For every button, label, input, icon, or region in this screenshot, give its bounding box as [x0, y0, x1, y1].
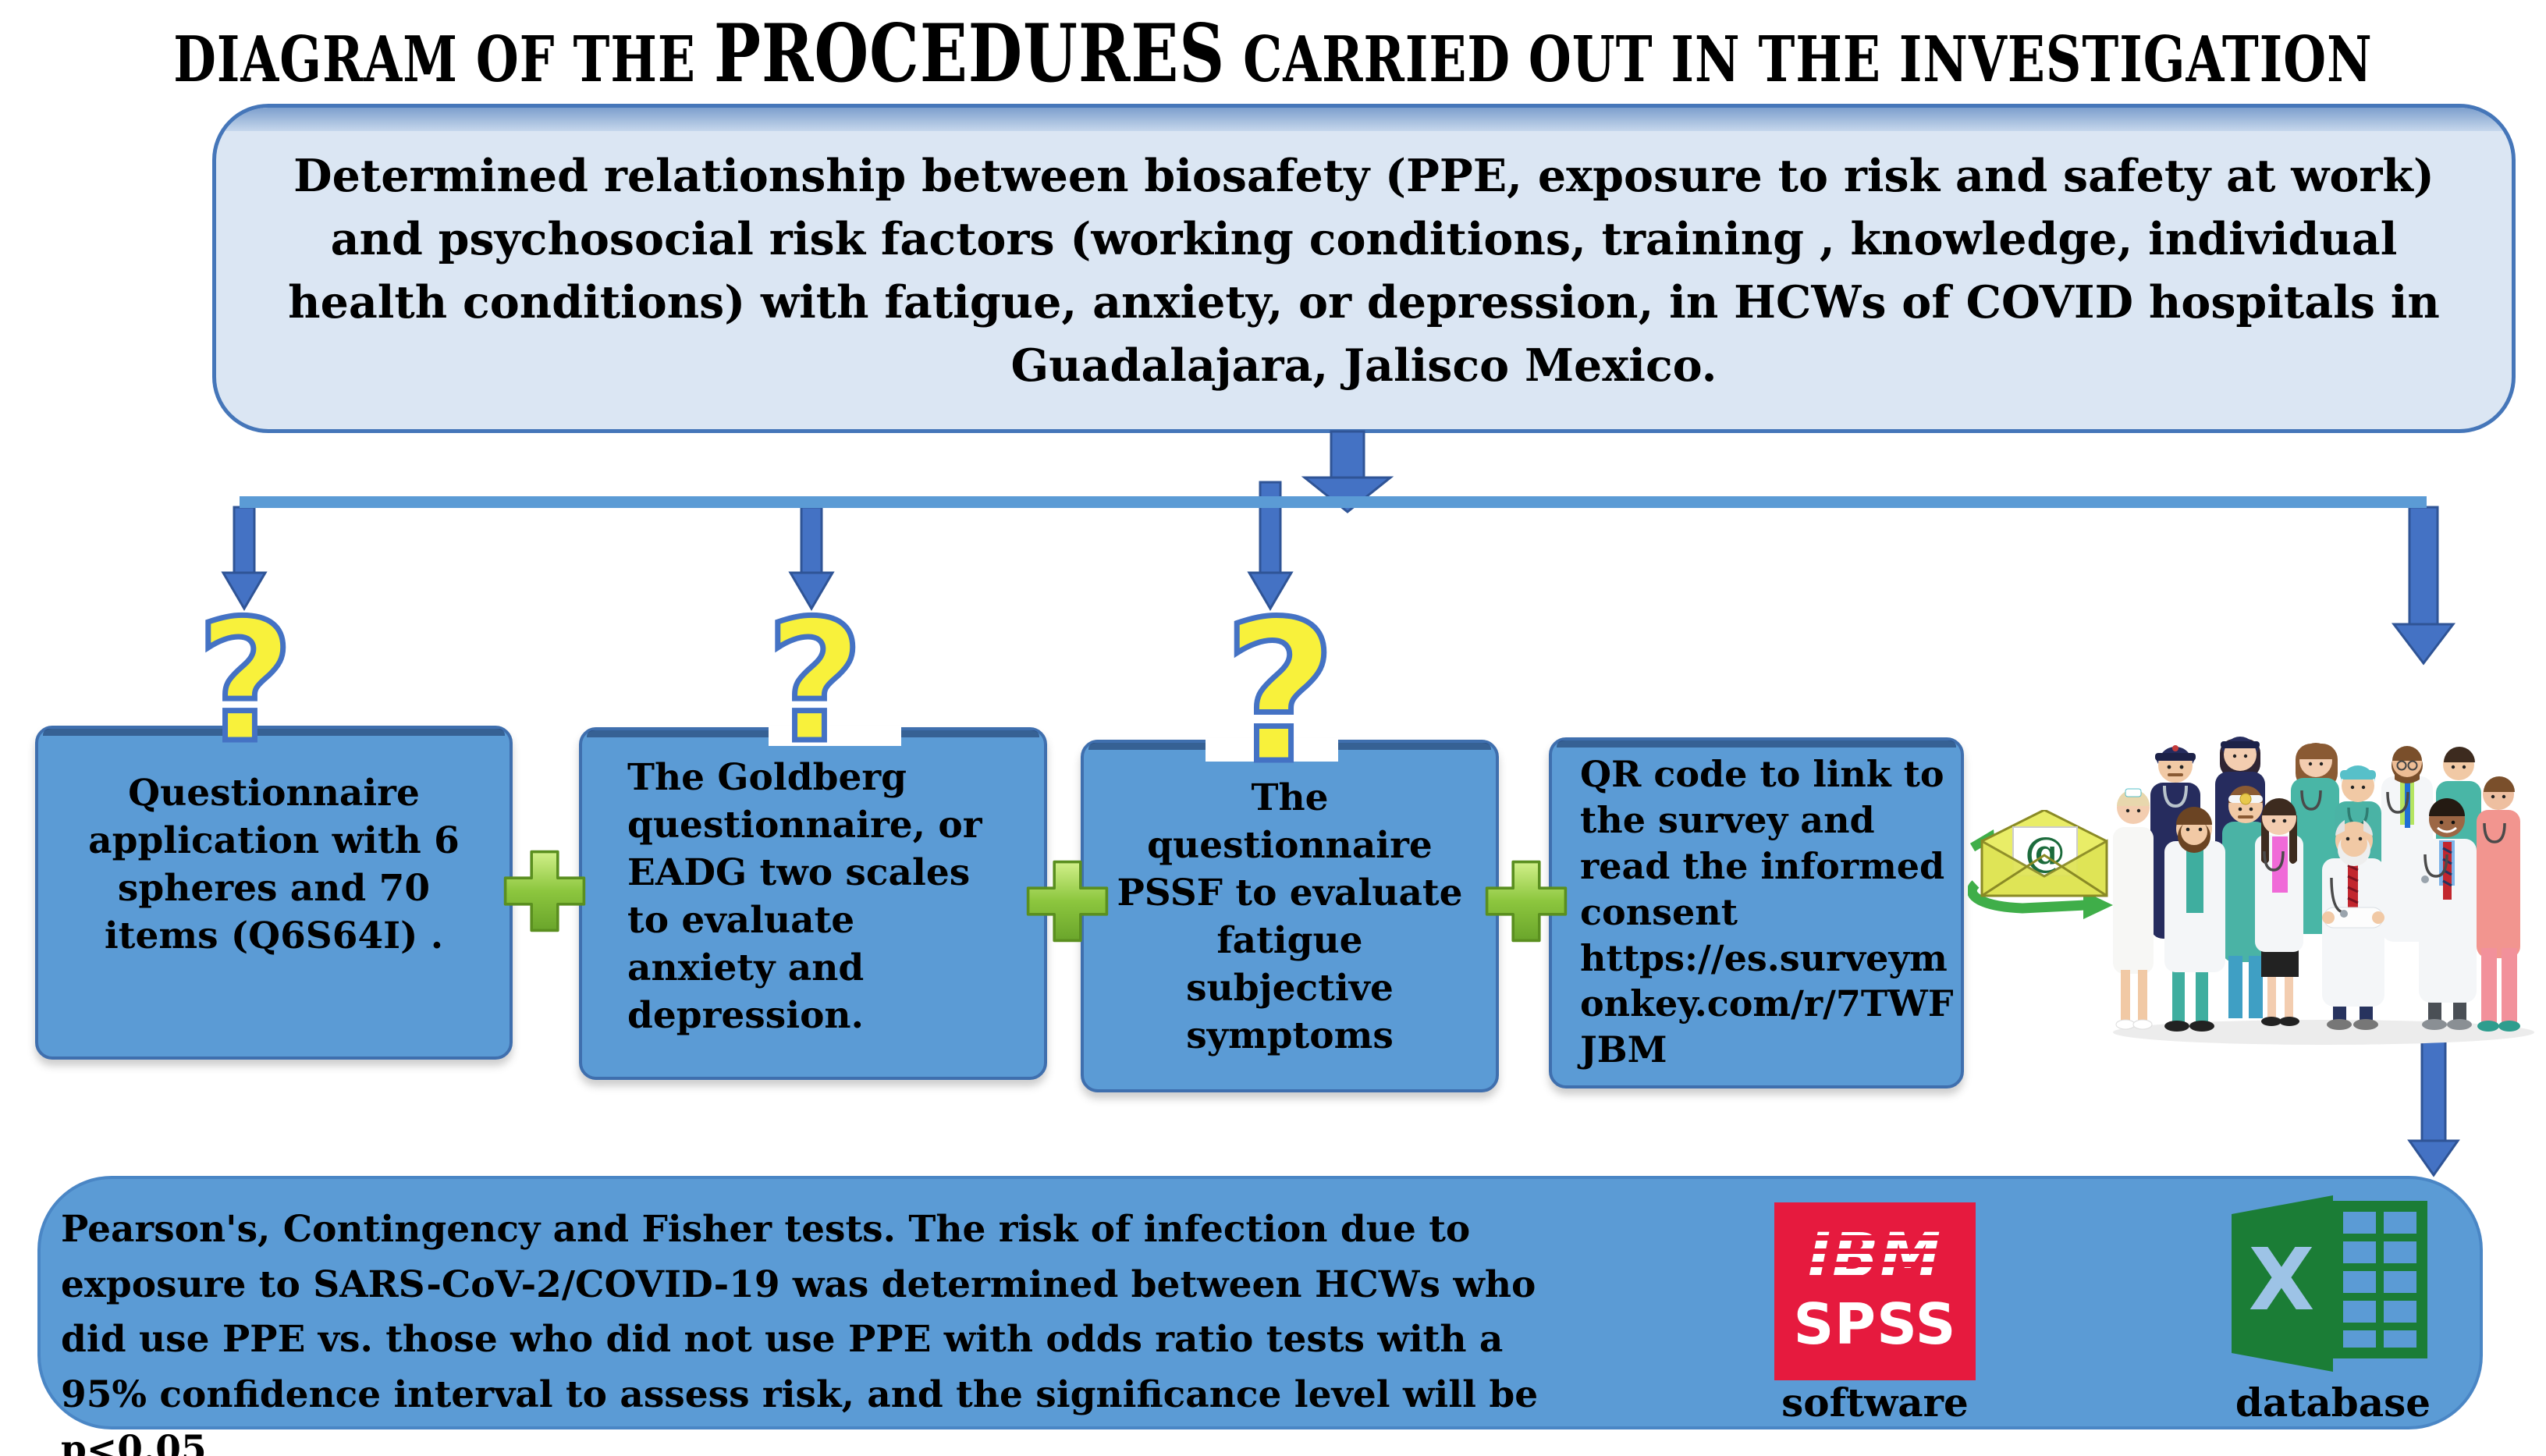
doctor-elder	[2322, 820, 2384, 1030]
spss-text: SPSS	[1793, 1291, 1957, 1357]
procedure-box-pssf: The questionnaire PSSF to evaluate fatig…	[1081, 740, 1499, 1092]
down-arrow-1-shaft	[233, 506, 256, 576]
page-title: DIAGRAM OF THE PROCEDURES CARRIED OUT IN…	[0, 6, 2546, 100]
procedure-box-text: The questionnaire PSSF to evaluate fatig…	[1117, 776, 1463, 1058]
title-emphasis: PROCEDURES	[713, 6, 1226, 101]
title-suffix: CARRIED OUT IN THE INVESTIGATION	[1225, 22, 2373, 97]
plus-icon	[1485, 860, 1568, 943]
software-label: software	[1781, 1380, 1969, 1426]
doctor-beard-coat	[2164, 807, 2225, 1032]
down-arrow-main-head	[1301, 476, 1394, 513]
procedure-box-qr-link: QR code to link to the survey and read t…	[1549, 737, 1964, 1088]
down-arrow-5-head	[2407, 1139, 2460, 1177]
question-mark-icon: ?	[1220, 579, 1339, 806]
down-arrow-3-head	[1247, 571, 1294, 611]
down-arrow-3-shaft	[1259, 481, 1282, 576]
doctor-woman-pink	[2255, 798, 2303, 1026]
box-top-notch	[769, 726, 901, 746]
procedure-box-goldberg: The Goldberg questionnaire, or EADG two …	[579, 727, 1047, 1080]
question-mark-icon: ?	[764, 584, 867, 779]
excel-x-letter: X	[2249, 1230, 2315, 1330]
send-arrow-head	[2083, 891, 2113, 919]
envelope-fold	[1981, 854, 2107, 897]
procedure-box-text: Questionnaire application with 6 spheres…	[88, 772, 460, 958]
down-arrow-4-shaft	[2408, 506, 2439, 627]
procedure-box-text: QR code to link to the survey and read t…	[1580, 753, 1954, 1071]
healthcare-workers-illustration	[2113, 737, 2534, 1045]
procedure-box-questionnaire: Questionnaire application with 6 spheres…	[35, 726, 513, 1060]
analysis-box: Pearson's, Contingency and Fisher tests.…	[37, 1176, 2483, 1456]
ibm-text: IBM	[1807, 1221, 1943, 1291]
question-mark-icon: ?	[194, 584, 297, 779]
plus-icon	[503, 850, 586, 932]
excel-icon: X	[2232, 1195, 2427, 1372]
database-label: database	[2235, 1380, 2431, 1426]
ibm-spss-logo: IBM SPSS	[1774, 1202, 1976, 1380]
ibm-wordmark: IBM	[1802, 1226, 1948, 1287]
objective-box: Determined relationship between biosafet…	[212, 104, 2516, 433]
horizontal-connector-line	[240, 496, 2427, 508]
down-arrow-5-shaft	[2420, 1035, 2447, 1144]
down-arrow-4-head	[2391, 623, 2456, 666]
ibm-stripe	[1802, 1275, 1948, 1280]
ibm-stripe	[1802, 1262, 1948, 1267]
ibm-stripe	[1802, 1248, 1948, 1254]
excel-fold-panel	[2232, 1195, 2333, 1372]
down-arrow-2-shaft	[800, 506, 823, 576]
excel-grid-lines	[2338, 1206, 2422, 1353]
box-top-notch	[1206, 738, 1338, 762]
down-arrow-1-head	[221, 571, 268, 611]
down-arrow-2-head	[788, 571, 835, 611]
procedure-box-text: The Goldberg questionnaire, or EADG two …	[627, 756, 982, 1038]
send-swoosh	[1968, 880, 2086, 914]
nurse-pink-person	[2477, 776, 2520, 1032]
objective-text: Determined relationship between biosafet…	[288, 150, 2440, 392]
ibm-stripe	[1802, 1235, 1948, 1241]
plus-icon	[1026, 860, 1109, 943]
email-icon: @	[1968, 810, 2113, 919]
down-arrow-main-shaft	[1330, 430, 1365, 481]
doctor-dark-skin	[2419, 798, 2477, 1030]
envelope-flap	[1980, 839, 2108, 897]
nurse-white-woman	[2113, 788, 2154, 1030]
analysis-text: Pearson's, Contingency and Fisher tests.…	[61, 1208, 1539, 1456]
title-prefix: DIAGRAM OF THE	[173, 22, 714, 97]
